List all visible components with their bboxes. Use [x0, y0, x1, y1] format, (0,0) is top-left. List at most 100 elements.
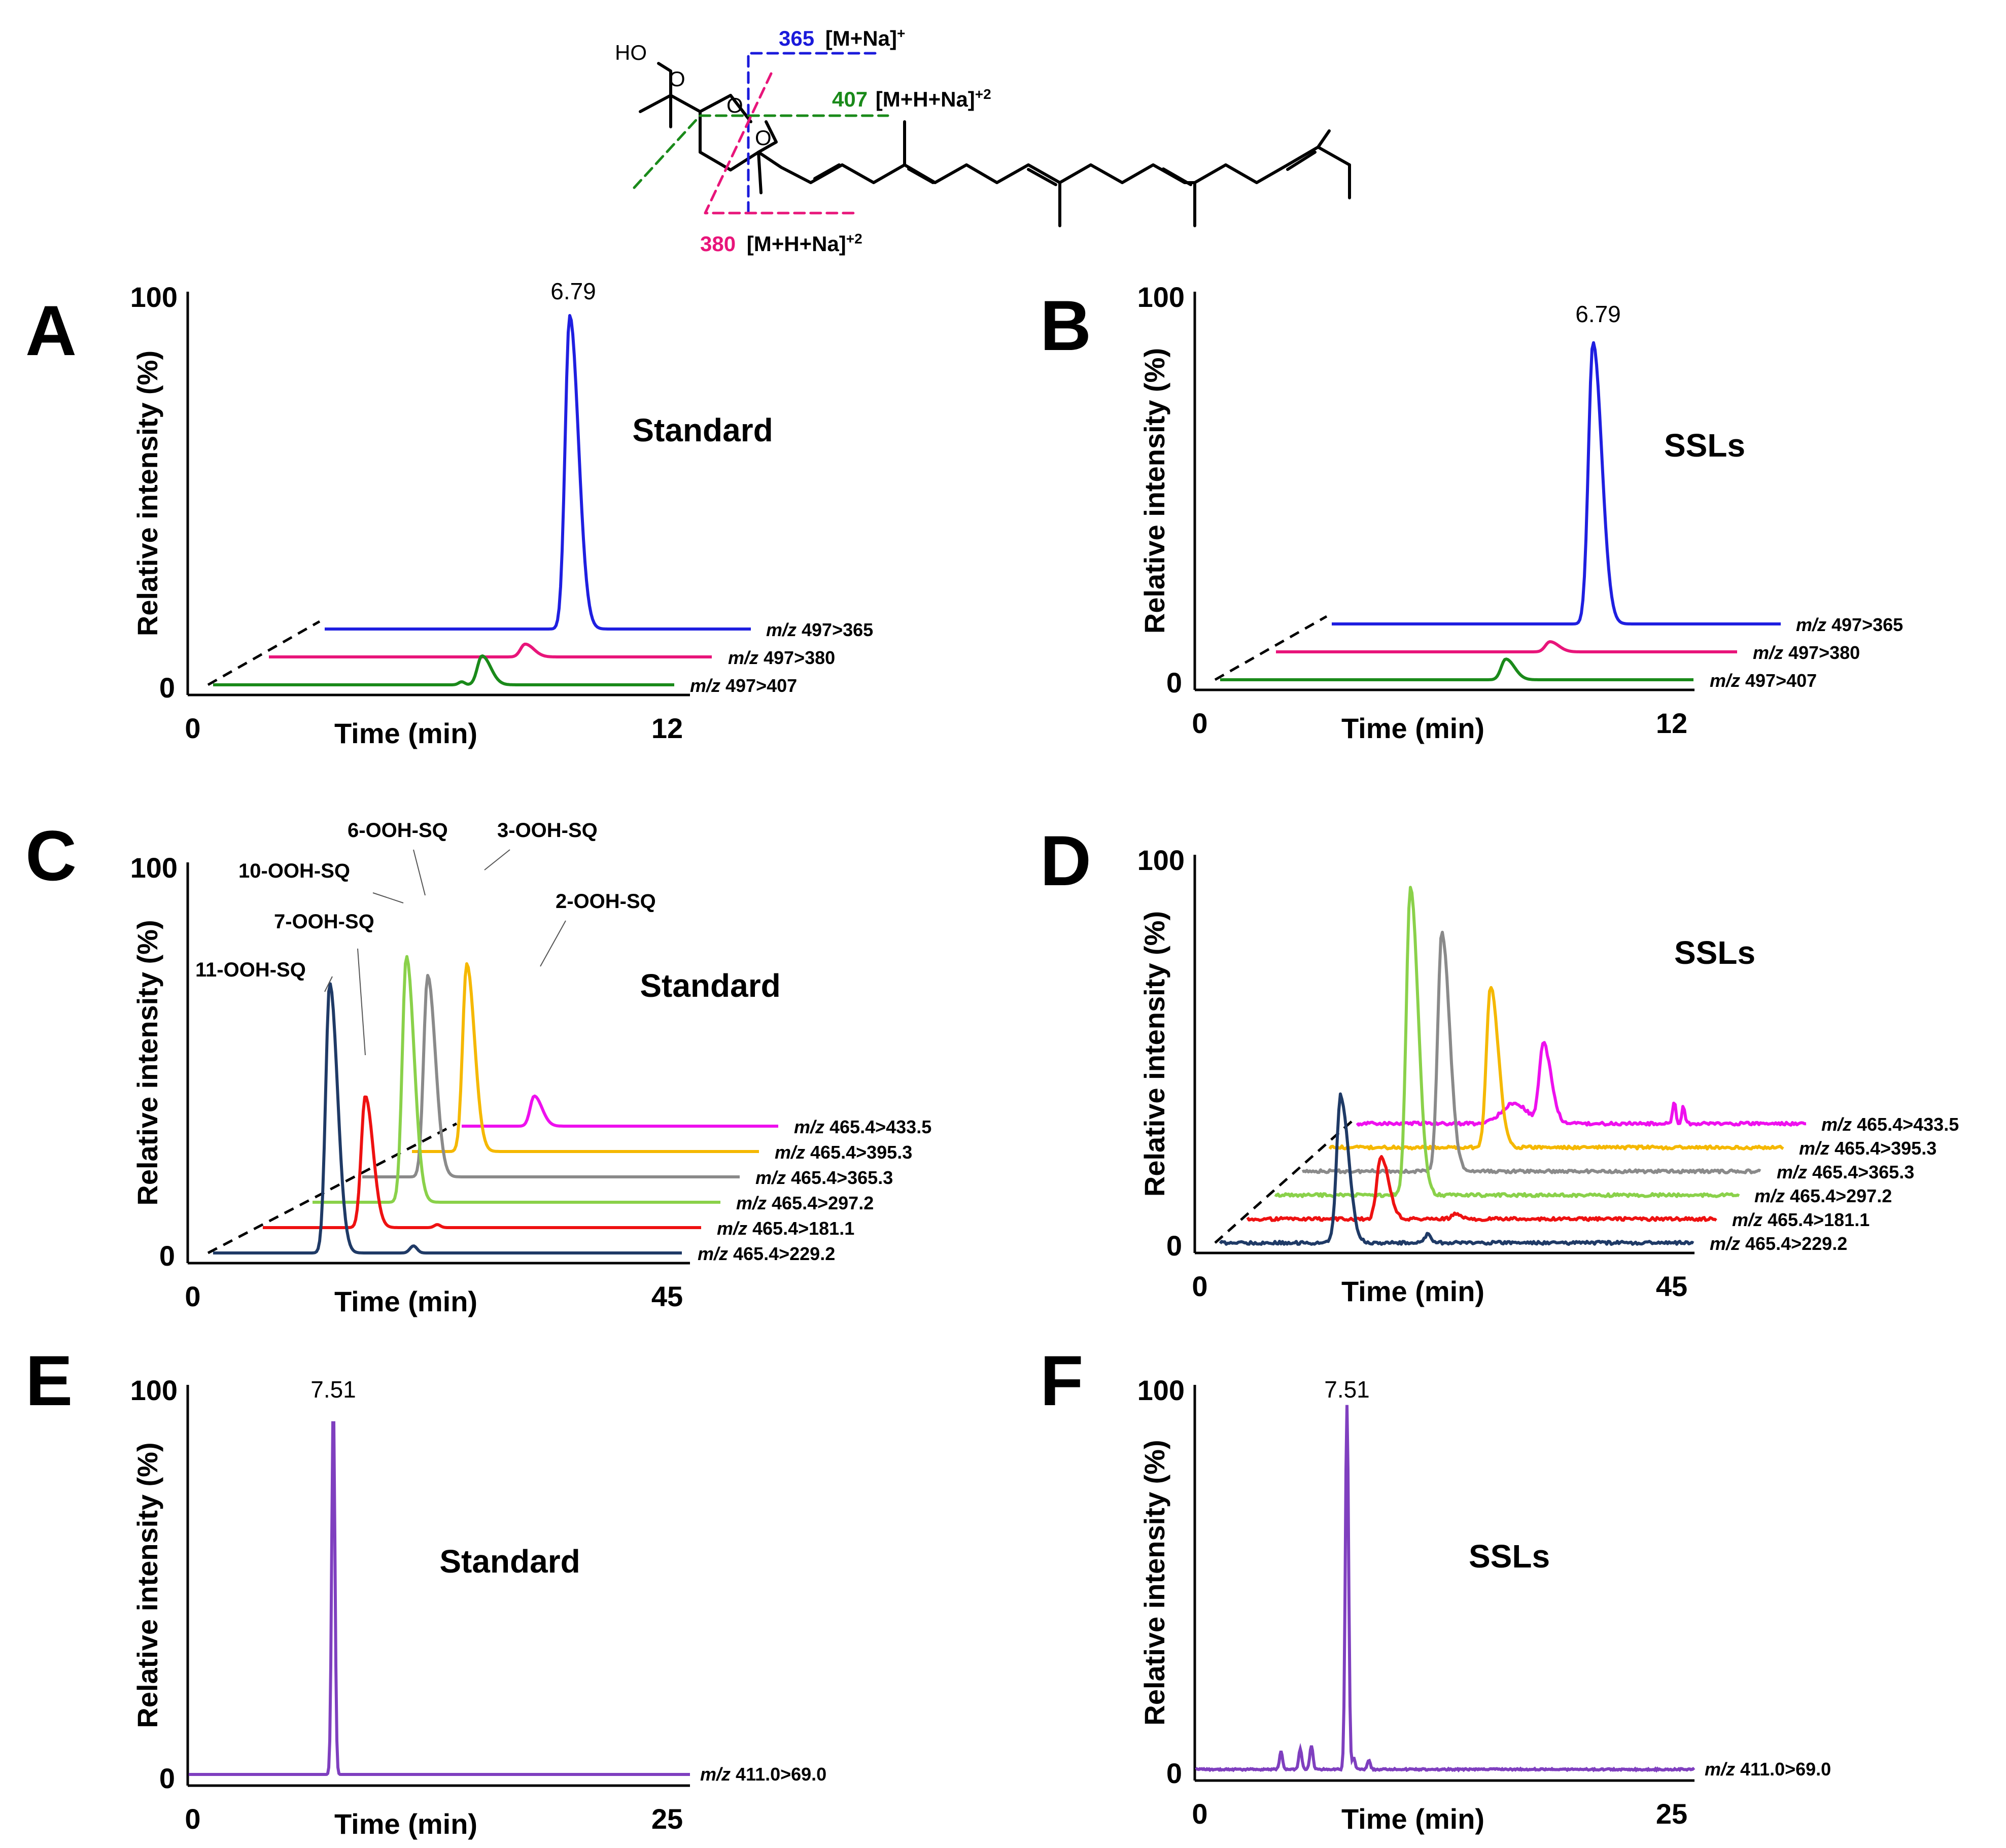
series-trace: [1276, 640, 1737, 653]
panel-letter: D: [1040, 821, 1091, 900]
series-label: m/z 465.4>395.3: [775, 1142, 912, 1163]
depth-axis-line: [1214, 615, 1328, 681]
chemical-structure: HO O O O 365 [M+Na]+ 407 [M+H+Na]+2 380 …: [615, 25, 1351, 256]
x-tick-label: 0: [185, 1803, 200, 1835]
cleavage-line-407: [633, 114, 889, 189]
y-tick-label: 100: [130, 281, 178, 313]
peak-label: 3-OOH-SQ: [497, 819, 598, 842]
y-tick-label: 0: [159, 1240, 175, 1272]
series-label: m/z 497>407: [690, 675, 797, 696]
series-label: m/z 497>380: [728, 647, 835, 668]
series-trace: [1195, 1405, 1696, 1773]
atom-label-o1: O: [669, 67, 685, 91]
y-tick-label: 0: [1166, 1230, 1182, 1262]
sample-label: Standard: [632, 412, 773, 448]
series-label: m/z 497>407: [1710, 670, 1817, 691]
x-tick-label: 0: [1192, 1798, 1207, 1830]
structure-skeleton: [639, 62, 1351, 227]
peak-label: 2-OOH-SQ: [556, 890, 656, 913]
series-trace: [1246, 1155, 1717, 1222]
series-label: m/z 465.4>181.1: [717, 1218, 854, 1239]
y-tick-label: 0: [1166, 667, 1182, 699]
series-label: m/z 497>365: [1796, 614, 1903, 635]
depth-axis-line: [207, 620, 321, 686]
x-axis-title: Time (min): [1341, 1275, 1484, 1307]
peak-leader-line: [372, 892, 404, 903]
y-axis-title: Relative intensity (%): [131, 1442, 163, 1728]
retention-time-label: 7.51: [310, 1376, 356, 1403]
y-tick-label: 100: [1137, 281, 1185, 313]
retention-time-label: 6.79: [550, 278, 596, 304]
fragment-label-407: 407 [M+H+Na]+2: [832, 86, 991, 112]
y-axis-title: Relative intensity (%): [1138, 1440, 1170, 1725]
panel-letter: B: [1040, 286, 1091, 365]
series-label: m/z 465.4>297.2: [736, 1193, 874, 1213]
peak-leader-line: [484, 849, 510, 870]
series-trace: [189, 1421, 690, 1776]
series-trace: [269, 642, 712, 658]
series-trace: [462, 1094, 778, 1128]
atom-label-o2: O: [727, 93, 743, 117]
series-label: m/z 465.4>229.2: [698, 1243, 835, 1264]
peak-label: 7-OOH-SQ: [274, 911, 374, 933]
series-label: m/z 465.4>365.3: [1777, 1162, 1914, 1182]
series-trace: [1356, 1041, 1807, 1127]
series-label: m/z 465.4>395.3: [1799, 1138, 1936, 1159]
series-label: m/z 497>380: [1753, 642, 1860, 663]
series-label: m/z 497>365: [766, 619, 873, 640]
x-axis-title: Time (min): [334, 1808, 477, 1840]
fragment-label-380: 380 [M+H+Na]+2: [700, 231, 862, 256]
series-label: m/z 465.4>433.5: [1821, 1114, 1959, 1135]
x-tick-label: 0: [1192, 707, 1207, 739]
x-tick-label: 45: [1656, 1270, 1687, 1302]
y-axis-title: Relative intensity (%): [131, 351, 163, 636]
series-trace: [1220, 657, 1693, 681]
x-tick-label: 12: [651, 712, 683, 744]
y-tick-label: 100: [1137, 1374, 1185, 1406]
y-axis-title: Relative intensity (%): [131, 920, 163, 1205]
panel-letter: F: [1040, 1341, 1084, 1420]
cleavage-line-365: [747, 52, 877, 220]
series-label: m/z 465.4>297.2: [1754, 1185, 1892, 1206]
sample-label: Standard: [640, 967, 780, 1004]
series-trace: [1328, 986, 1784, 1150]
series-trace: [412, 962, 759, 1153]
sample-label: SSLs: [1664, 427, 1745, 464]
depth-axis-line: [1214, 1120, 1353, 1244]
series-label: m/z 411.0>69.0: [700, 1764, 826, 1785]
fragment-label-365: 365 [M+Na]+: [779, 25, 905, 51]
x-tick-label: 12: [1656, 707, 1687, 739]
series-trace: [213, 654, 674, 686]
panel-letter: E: [25, 1341, 73, 1420]
peak-leader-line: [357, 948, 366, 1056]
atom-label-o3: O: [755, 126, 772, 150]
panel-letter: C: [25, 816, 77, 895]
peak-leader-line: [413, 849, 426, 896]
series-trace: [1332, 341, 1781, 625]
series-trace: [1219, 1092, 1694, 1246]
y-axis-title: Relative intensity (%): [1138, 911, 1170, 1197]
y-axis-title: Relative intensity (%): [1138, 348, 1170, 634]
atom-label-ho: HO: [615, 41, 647, 64]
series-trace: [325, 314, 751, 631]
x-tick-label: 45: [651, 1280, 683, 1312]
peak-label: 10-OOH-SQ: [238, 860, 350, 882]
peak-label: 6-OOH-SQ: [348, 819, 448, 842]
panel-b: B 100 00 12 Time (min) Relative intensity (%)…: [1040, 281, 1903, 744]
x-tick-label: 25: [1656, 1798, 1687, 1830]
series-label: m/z 465.4>365.3: [755, 1167, 893, 1188]
x-tick-label: 0: [185, 712, 200, 744]
y-tick-label: 100: [1137, 844, 1185, 876]
peak-leader-line: [540, 920, 566, 967]
sample-label: Standard: [439, 1543, 580, 1580]
x-axis-title: Time (min): [334, 1285, 477, 1317]
sample-label: SSLs: [1469, 1538, 1550, 1575]
x-tick-label: 0: [1192, 1270, 1207, 1302]
cleavage-line-380: [704, 72, 859, 215]
x-axis-title: Time (min): [1341, 712, 1484, 744]
